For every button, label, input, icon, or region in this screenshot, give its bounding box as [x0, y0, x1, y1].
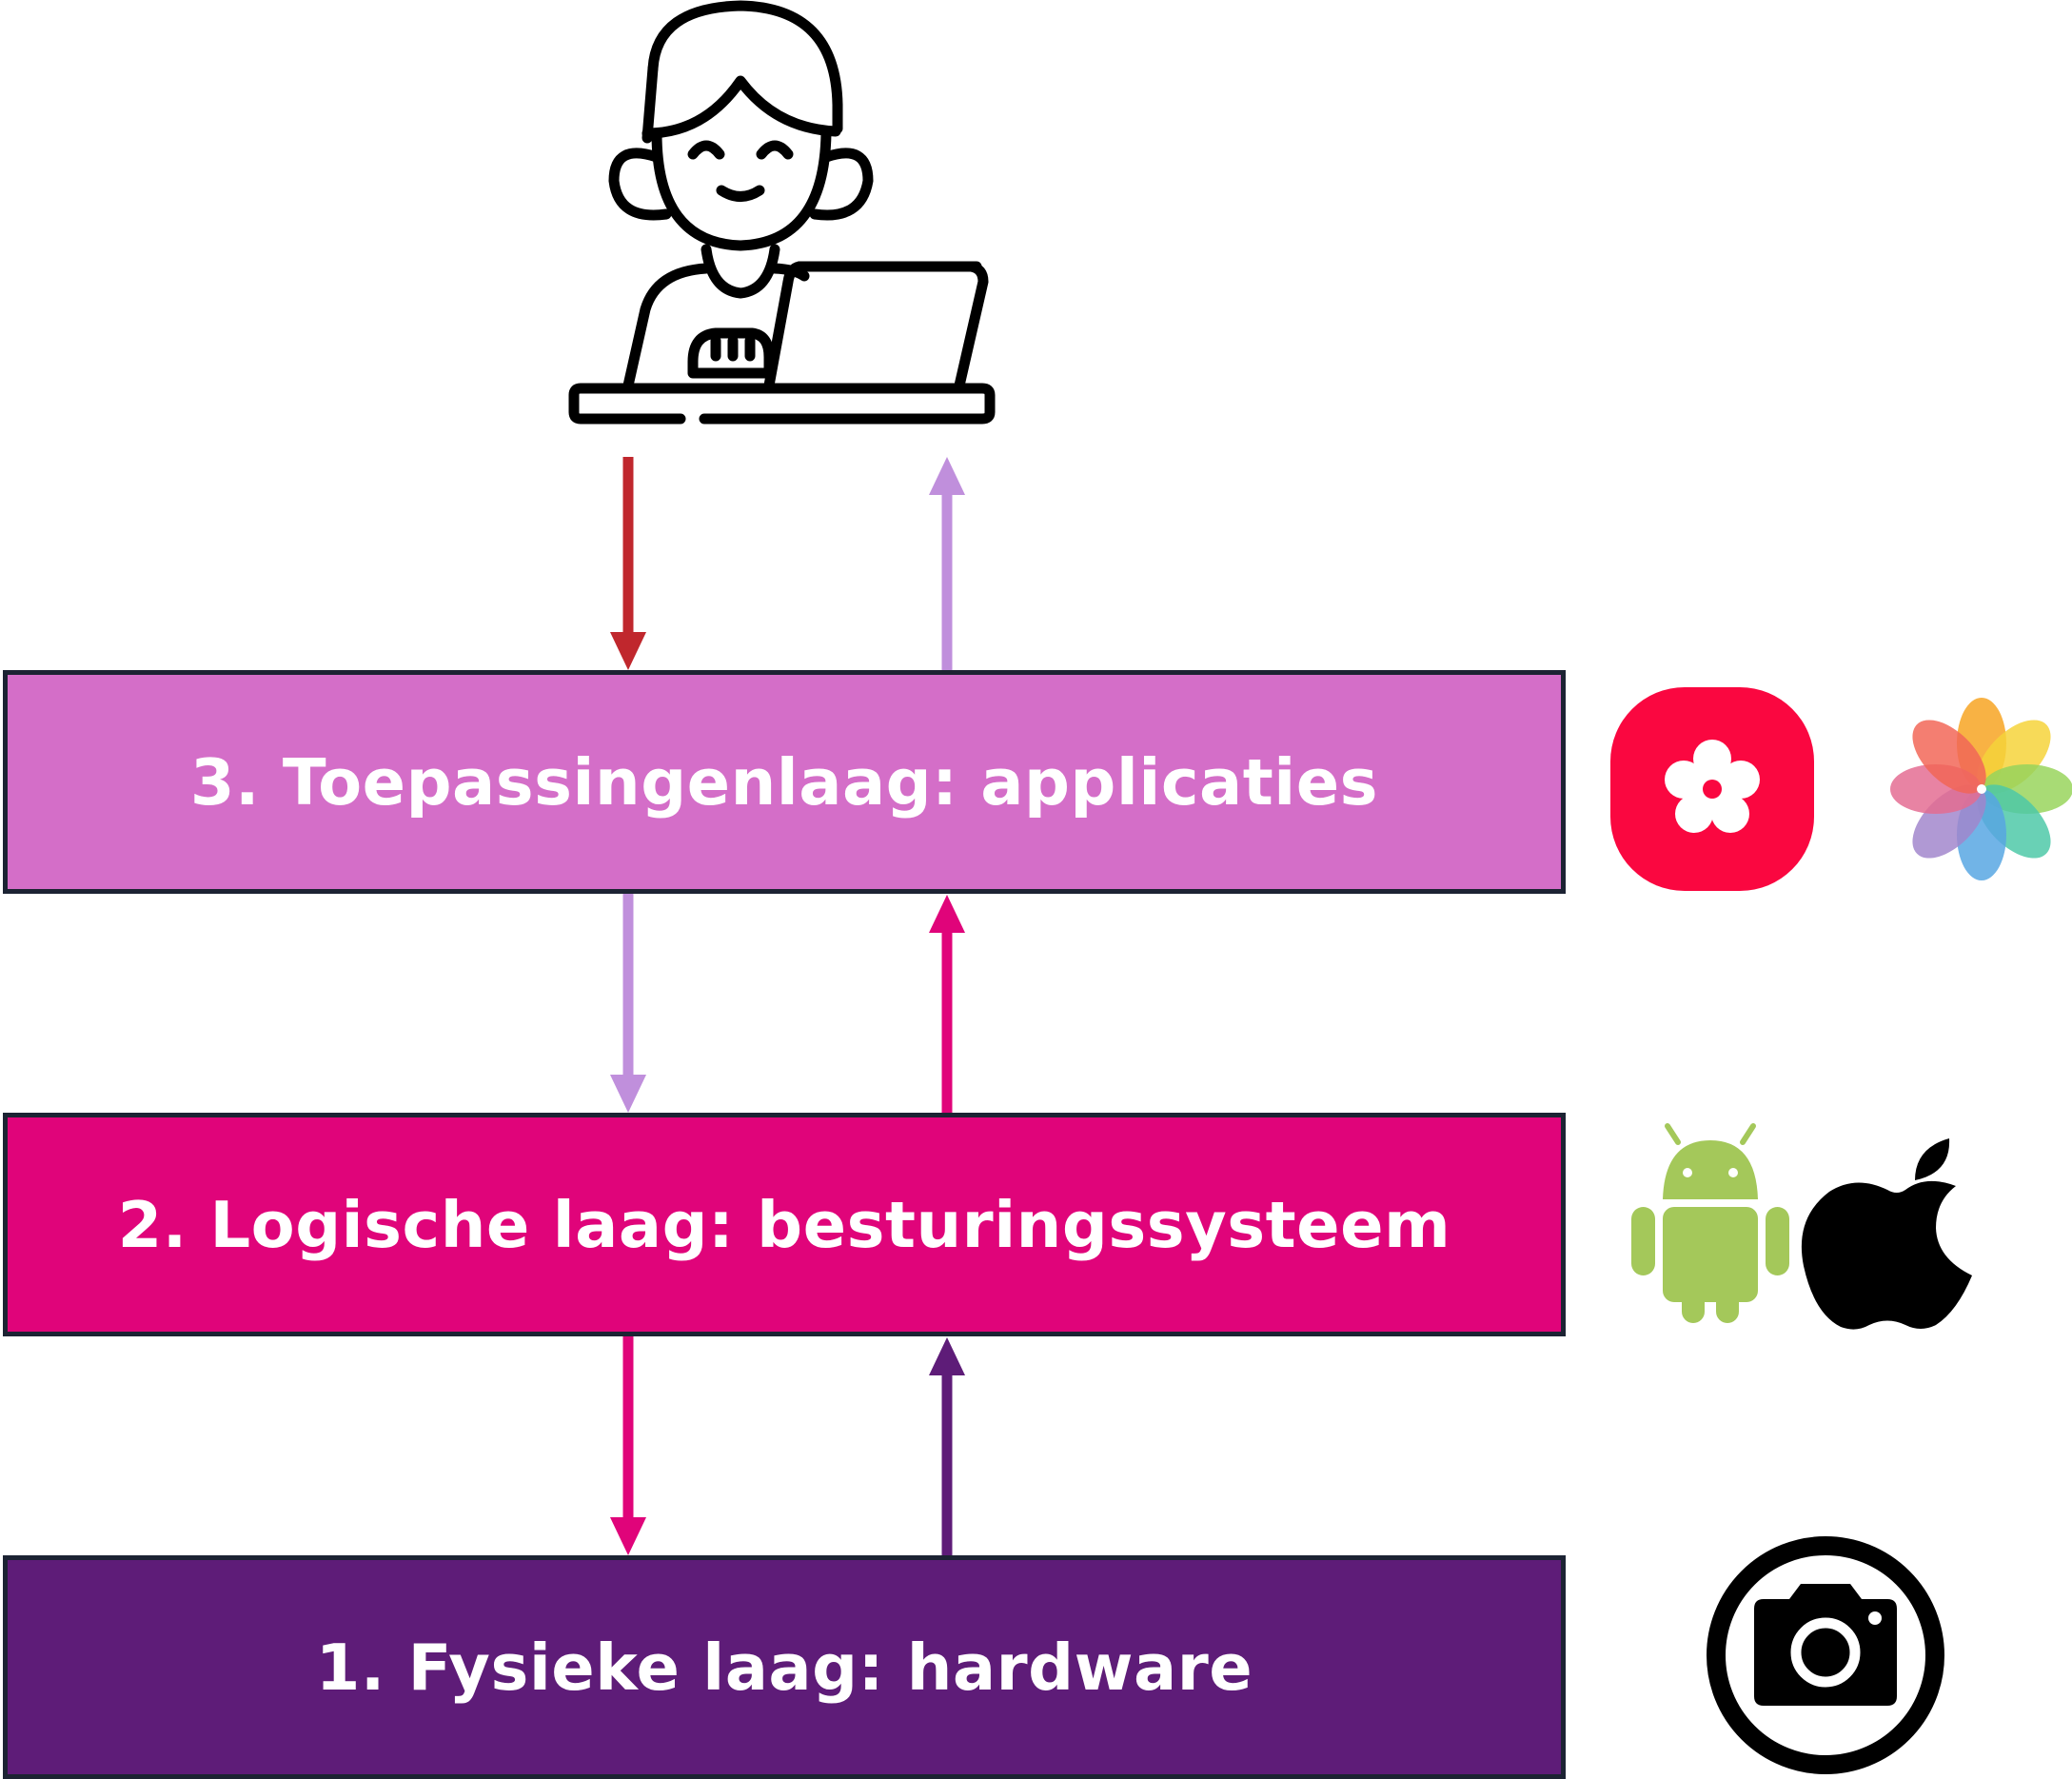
arrow-os-to-application [929, 895, 965, 1113]
person-at-laptop-icon [568, 0, 996, 425]
apple-icon [1801, 1138, 1972, 1330]
application-layer-box: 3. Toepassingenlaag: applicaties [3, 670, 1566, 894]
arrow-os-to-hardware [610, 1336, 646, 1555]
photos-app-icon [1890, 698, 2072, 880]
logical-layer-label: 2. Logische laag: besturingssysteem [117, 1187, 1451, 1262]
camera-icon [1707, 1536, 1944, 1774]
application-layer-label: 3. Toepassingenlaag: applicaties [189, 744, 1379, 820]
arrow-user-to-application [610, 457, 646, 670]
gallery-app-icon [1610, 687, 1814, 891]
arrow-application-to-user [929, 457, 965, 670]
android-icon [1631, 1123, 1789, 1323]
logical-layer-box: 2. Logische laag: besturingssysteem [3, 1113, 1566, 1336]
arrow-hardware-to-os [929, 1337, 965, 1555]
physical-layer-label: 1. Fysieke laag: hardware [315, 1630, 1253, 1705]
physical-layer-box: 1. Fysieke laag: hardware [3, 1555, 1566, 1779]
arrow-application-to-os [610, 894, 646, 1113]
